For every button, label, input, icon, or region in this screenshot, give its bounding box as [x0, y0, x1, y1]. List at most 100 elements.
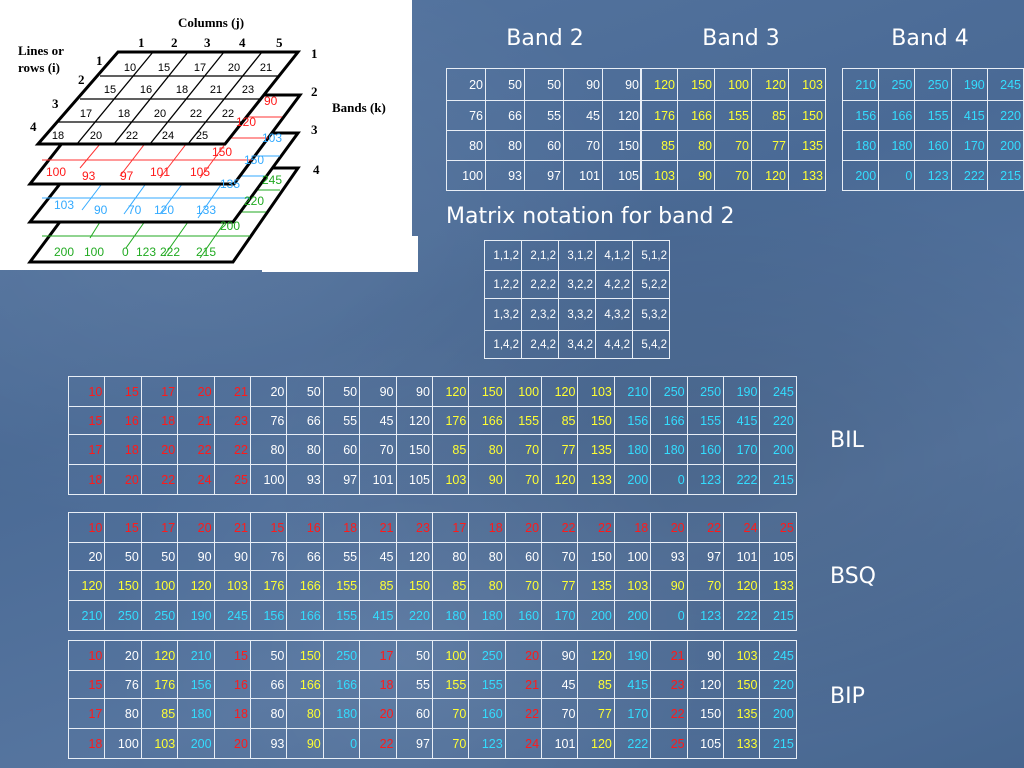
bip-cell: 120 [686, 670, 725, 699]
bsq-cell: 103 [213, 570, 251, 601]
bsq-cell: 90 [213, 542, 251, 571]
bil-cell: 120 [541, 376, 579, 407]
bil-cell: 24 [177, 464, 215, 495]
bsq-cell: 120 [177, 570, 215, 601]
bil-cell: 250 [650, 376, 688, 407]
band-stack-diagram: Columns (j) Lines or rows (i) Bands (k) … [0, 0, 418, 272]
b3-front-3: 70 [128, 203, 142, 217]
bip-cell: 24 [504, 728, 543, 759]
bip-cell: 220 [759, 670, 797, 699]
bsq-cell: 77 [541, 570, 579, 601]
bip-cell: 93 [249, 728, 288, 759]
b1-r1-c2: 15 [158, 62, 170, 74]
matrix-cell: 1,4,2 [484, 330, 522, 359]
band4-cell: 170 [950, 130, 988, 161]
band4-cell: 160 [914, 130, 952, 161]
bsq-cell: 97 [686, 542, 725, 571]
band3-cell: 85 [751, 100, 789, 131]
bip-cell: 10 [67, 640, 106, 671]
b4-front-4: 123 [136, 245, 156, 259]
bil-cell: 15 [104, 376, 142, 407]
col-num-4: 4 [239, 35, 246, 50]
band2-cell: 90 [563, 68, 603, 101]
bil-cell: 16 [104, 406, 142, 435]
matrix-cell: 3,3,2 [558, 298, 596, 331]
bil-cell: 77 [541, 434, 579, 465]
bil-cell: 415 [723, 406, 761, 435]
band2-cell: 76 [446, 100, 486, 131]
band4-cell: 245 [986, 68, 1024, 101]
bil-cell: 103 [577, 376, 615, 407]
bip-cell: 25 [650, 728, 688, 759]
bsq-cell: 45 [359, 542, 397, 571]
b1-r2-c5: 23 [242, 84, 254, 96]
bil-cell: 17 [140, 376, 179, 407]
bil-cell: 215 [759, 464, 797, 495]
diagram-band-1 [34, 50, 302, 146]
bip-cell: 70 [431, 728, 470, 759]
bil-cell: 0 [650, 464, 688, 495]
b1-r1-c1: 10 [124, 62, 136, 74]
bil-cell: 135 [577, 434, 615, 465]
bil-cell: 220 [759, 406, 797, 435]
bip-cell: 156 [177, 670, 215, 699]
bil-cell: 180 [650, 434, 688, 465]
bil-cell: 17 [67, 434, 106, 465]
matrix-cell: 2,3,2 [521, 298, 559, 331]
b1-r2-c1: 15 [104, 84, 116, 96]
bip-cell: 103 [140, 728, 179, 759]
band3-cell: 176 [640, 100, 678, 131]
bip-cell: 200 [177, 728, 215, 759]
b1-r4-c5: 25 [196, 130, 208, 142]
b4-right-2: 220 [244, 194, 264, 208]
bsq-cell: 120 [723, 570, 761, 601]
bip-cell: 245 [759, 640, 797, 671]
bip-cell: 85 [140, 698, 179, 729]
bip-cell: 100 [104, 728, 142, 759]
bsq-cell: 150 [104, 570, 142, 601]
band-4-title: Band 4 [891, 26, 969, 51]
col-num-5: 5 [276, 35, 283, 50]
bip-cell: 160 [468, 698, 506, 729]
band3-cell: 150 [677, 68, 715, 101]
bip-cell: 70 [431, 698, 470, 729]
bip-cell: 15 [67, 670, 106, 699]
band3-cell: 100 [714, 68, 752, 101]
bip-cell: 50 [249, 640, 288, 671]
bil-cell: 133 [577, 464, 615, 495]
bsq-cell: 156 [249, 600, 288, 631]
bsq-cell: 150 [577, 542, 615, 571]
bsq-cell: 250 [140, 600, 179, 631]
b2-front-4: 101 [150, 165, 170, 179]
matrix-cell: 4,1,2 [595, 240, 633, 271]
bip-cell: 22 [359, 728, 397, 759]
b2-front-1: 100 [46, 165, 66, 179]
bsq-cell: 18 [468, 512, 506, 543]
bip-cell: 45 [541, 670, 579, 699]
band2-cell: 80 [446, 130, 486, 161]
band4-cell: 210 [841, 68, 880, 101]
b1-r1-c3: 17 [194, 62, 206, 74]
bsq-cell: 66 [286, 542, 324, 571]
bip-cell: 80 [286, 698, 324, 729]
bsq-cell: 105 [759, 542, 797, 571]
rows-label-1: Lines or [18, 43, 64, 58]
band3-cell: 70 [714, 130, 752, 161]
band3-cell: 150 [788, 100, 826, 131]
bands-label: Bands (k) [332, 100, 386, 115]
bip-cell: 100 [431, 640, 470, 671]
b3-right-2: 150 [244, 153, 264, 167]
bsq-cell: 155 [322, 570, 361, 601]
bsq-cell: 415 [359, 600, 397, 631]
band2-cell: 66 [485, 100, 525, 131]
bil-cell: 160 [686, 434, 725, 465]
